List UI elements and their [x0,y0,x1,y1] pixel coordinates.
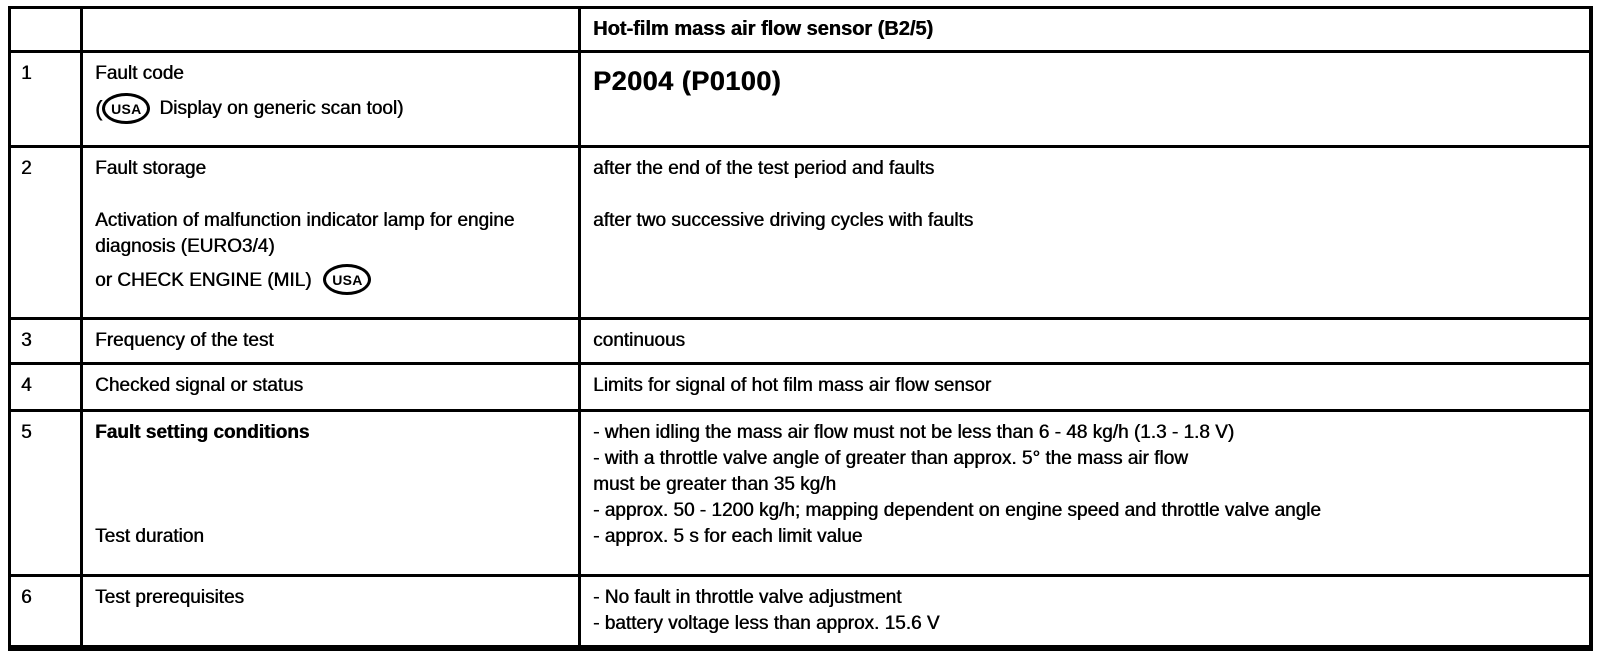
fault-code-value: P2004 (P0100) [593,66,782,96]
row-number: 4 [8,362,83,412]
checked-signal-value: Limits for signal of hot film mass air f… [593,375,992,396]
header-label-cell [80,6,581,53]
usa-badge-icon: USA [323,264,372,295]
condition-line: - approx. 5 s for each limit value [593,526,863,547]
prerequisite-line: - No fault in throttle valve adjustment [593,587,902,608]
fault-storage-label-cell: Fault storage Activation of malfunction … [80,145,581,320]
usa-badge-icon: USA [102,93,151,124]
header-row: Hot-film mass air flow sensor (B2/5) [8,6,1592,53]
header-title-cell: Hot-film mass air flow sensor (B2/5) [578,6,1592,53]
checked-signal-value-cell: Limits for signal of hot film mass air f… [578,362,1592,412]
test-prerequisites-label-cell: Test prerequisites [80,574,581,650]
fault-setting-label-group: Fault setting conditions Test duration [95,420,566,550]
table-row: 5 Fault setting conditions Test duration… [8,409,1592,577]
test-frequency-value-cell: continuous [578,317,1592,365]
spacer [95,182,566,208]
table-row: 4 Checked signal or status Limits for si… [8,362,1592,412]
row-number: 2 [8,145,83,320]
table-row: 6 Test prerequisites - No fault in throt… [8,574,1592,650]
fault-code-label-cell: Fault code ( USA Display on generic scan… [80,50,581,148]
prerequisite-line: - battery voltage less than approx. 15.6… [593,613,940,634]
open-paren: ( [95,96,103,121]
table-row: 1 Fault code ( USA Display on generic sc… [8,50,1592,148]
test-prerequisites-label: Test prerequisites [95,587,244,608]
checked-signal-label-cell: Checked signal or status [80,362,581,412]
check-engine-line: or CHECK ENGINE (MIL) USA [95,264,566,299]
table-row: 2 Fault storage Activation of malfunctio… [8,145,1592,320]
header-number-cell [8,6,83,53]
spacer [593,182,1577,208]
scan-tool-note: Display on generic scan tool) [159,97,404,119]
row-number: 3 [8,317,83,365]
check-engine-label: or CHECK ENGINE (MIL) [95,270,312,291]
mil-activation-value: after two successive driving cycles with… [593,210,974,231]
fault-code-value-cell: P2004 (P0100) [578,50,1592,148]
test-frequency-value: continuous [593,330,685,351]
fault-storage-value: after the end of the test period and fau… [593,158,935,179]
usa-scan-tool-line: ( USA Display on generic scan tool) [95,93,566,124]
condition-line: - when idling the mass air flow must not… [593,422,1235,443]
test-prerequisites-value-cell: - No fault in throttle valve adjustment … [578,574,1592,650]
row-number: 1 [8,50,83,148]
condition-line: must be greater than 35 kg/h [593,474,836,495]
test-duration-label: Test duration [95,526,204,547]
row-number: 6 [8,574,83,650]
sensor-title: Hot-film mass air flow sensor (B2/5) [593,18,934,40]
fault-code-table: Hot-film mass air flow sensor (B2/5) 1 F… [8,6,1593,651]
test-frequency-label: Frequency of the test [95,330,274,351]
table-row: 3 Frequency of the test continuous [8,317,1592,365]
fault-setting-value-cell: - when idling the mass air flow must not… [578,409,1592,577]
condition-line: - approx. 50 - 1200 kg/h; mapping depend… [593,500,1321,521]
fault-storage-value-cell: after the end of the test period and fau… [578,145,1592,320]
fault-storage-label: Fault storage [95,158,206,179]
mil-activation-label: Activation of malfunction indicator lamp… [95,210,515,257]
row-number: 5 [8,409,83,577]
condition-line: - with a throttle valve angle of greater… [593,448,1188,469]
fault-code-label: Fault code [95,63,184,84]
checked-signal-label: Checked signal or status [95,375,304,396]
test-frequency-label-cell: Frequency of the test [80,317,581,365]
fault-setting-label-cell: Fault setting conditions Test duration [80,409,581,577]
fault-setting-conditions-label: Fault setting conditions [95,422,310,443]
